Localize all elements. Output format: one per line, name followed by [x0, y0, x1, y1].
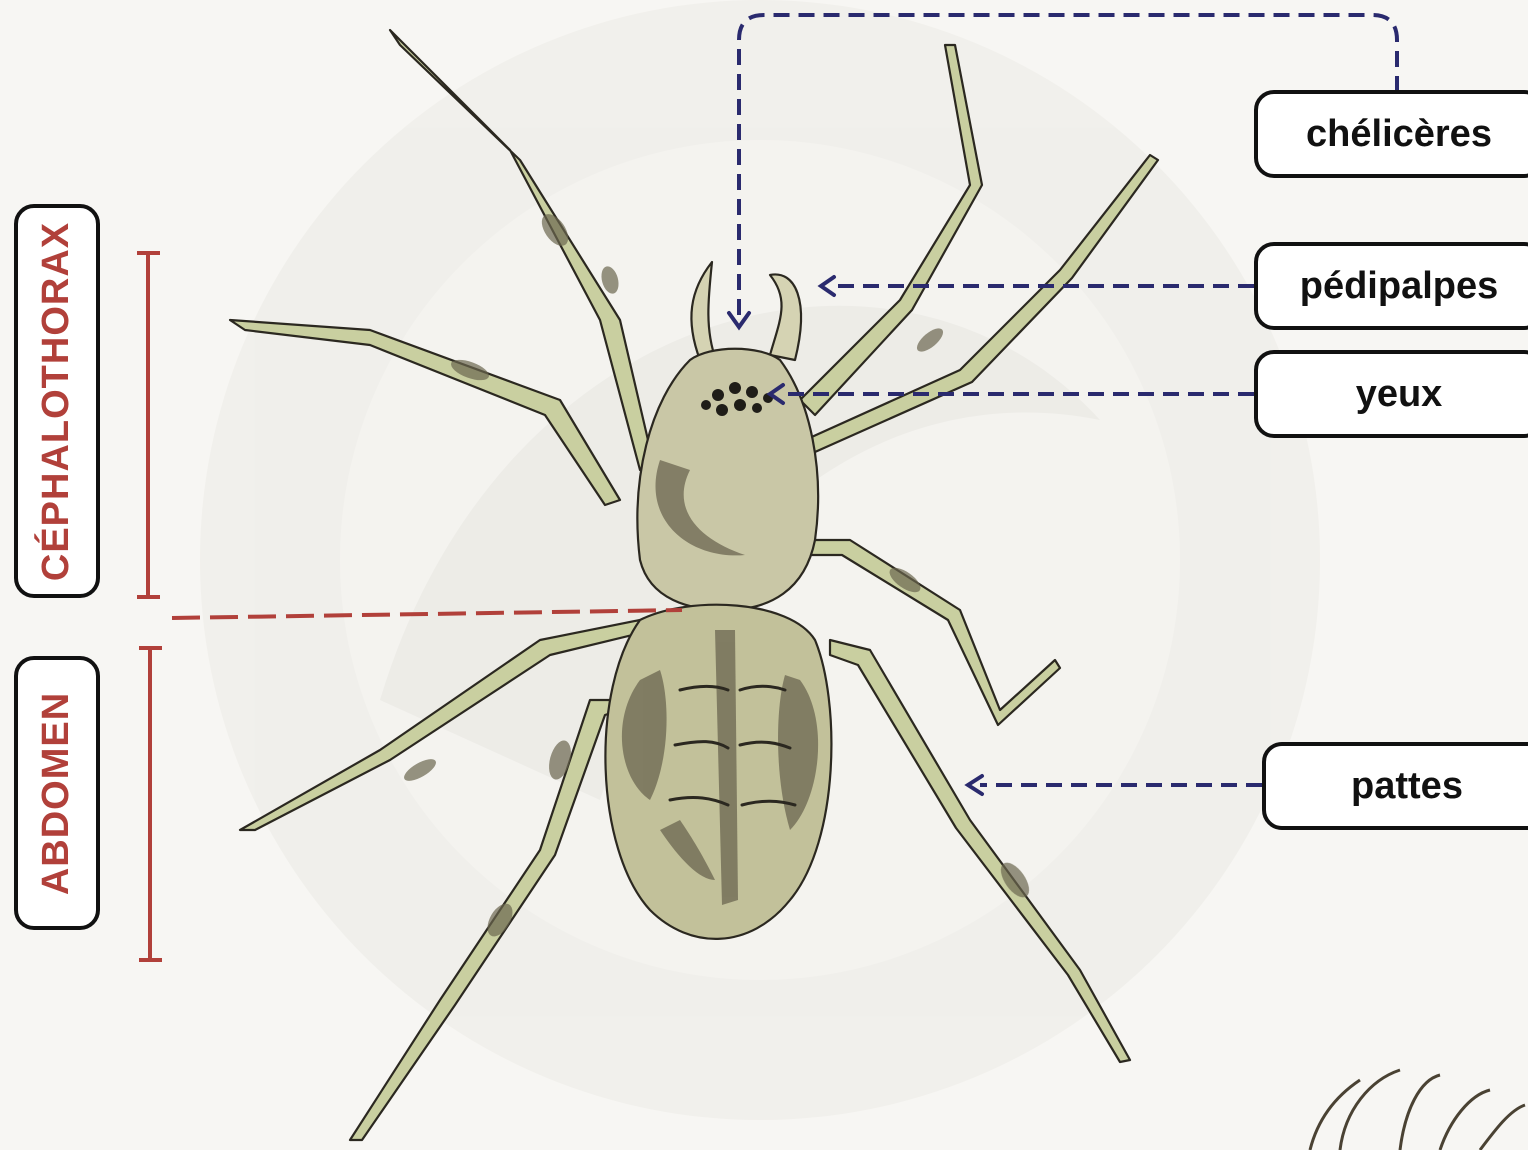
pedipalps-label: pédipalpes	[1254, 242, 1528, 330]
legs-label-text: pattes	[1351, 765, 1463, 808]
cephalothorax-label-text: CÉPHALOTHORAX	[36, 221, 79, 580]
spider-silhouette-icon	[1310, 1070, 1525, 1150]
abdomen-label-text: ABDOMEN	[36, 691, 79, 894]
abdomen-bracket	[139, 648, 162, 960]
eyes-label-text: yeux	[1356, 373, 1443, 416]
legs-label: pattes	[1262, 742, 1528, 830]
cephalothorax-bracket	[137, 253, 160, 597]
abdomen-label: ABDOMEN	[14, 656, 100, 930]
chelicerae-label-text: chélicères	[1306, 113, 1492, 156]
cephalothorax-label: CÉPHALOTHORAX	[14, 204, 100, 598]
pedipalps-label-text: pédipalpes	[1300, 265, 1499, 308]
chelicerae-label: chélicères	[1254, 90, 1528, 178]
eyes-label: yeux	[1254, 350, 1528, 438]
